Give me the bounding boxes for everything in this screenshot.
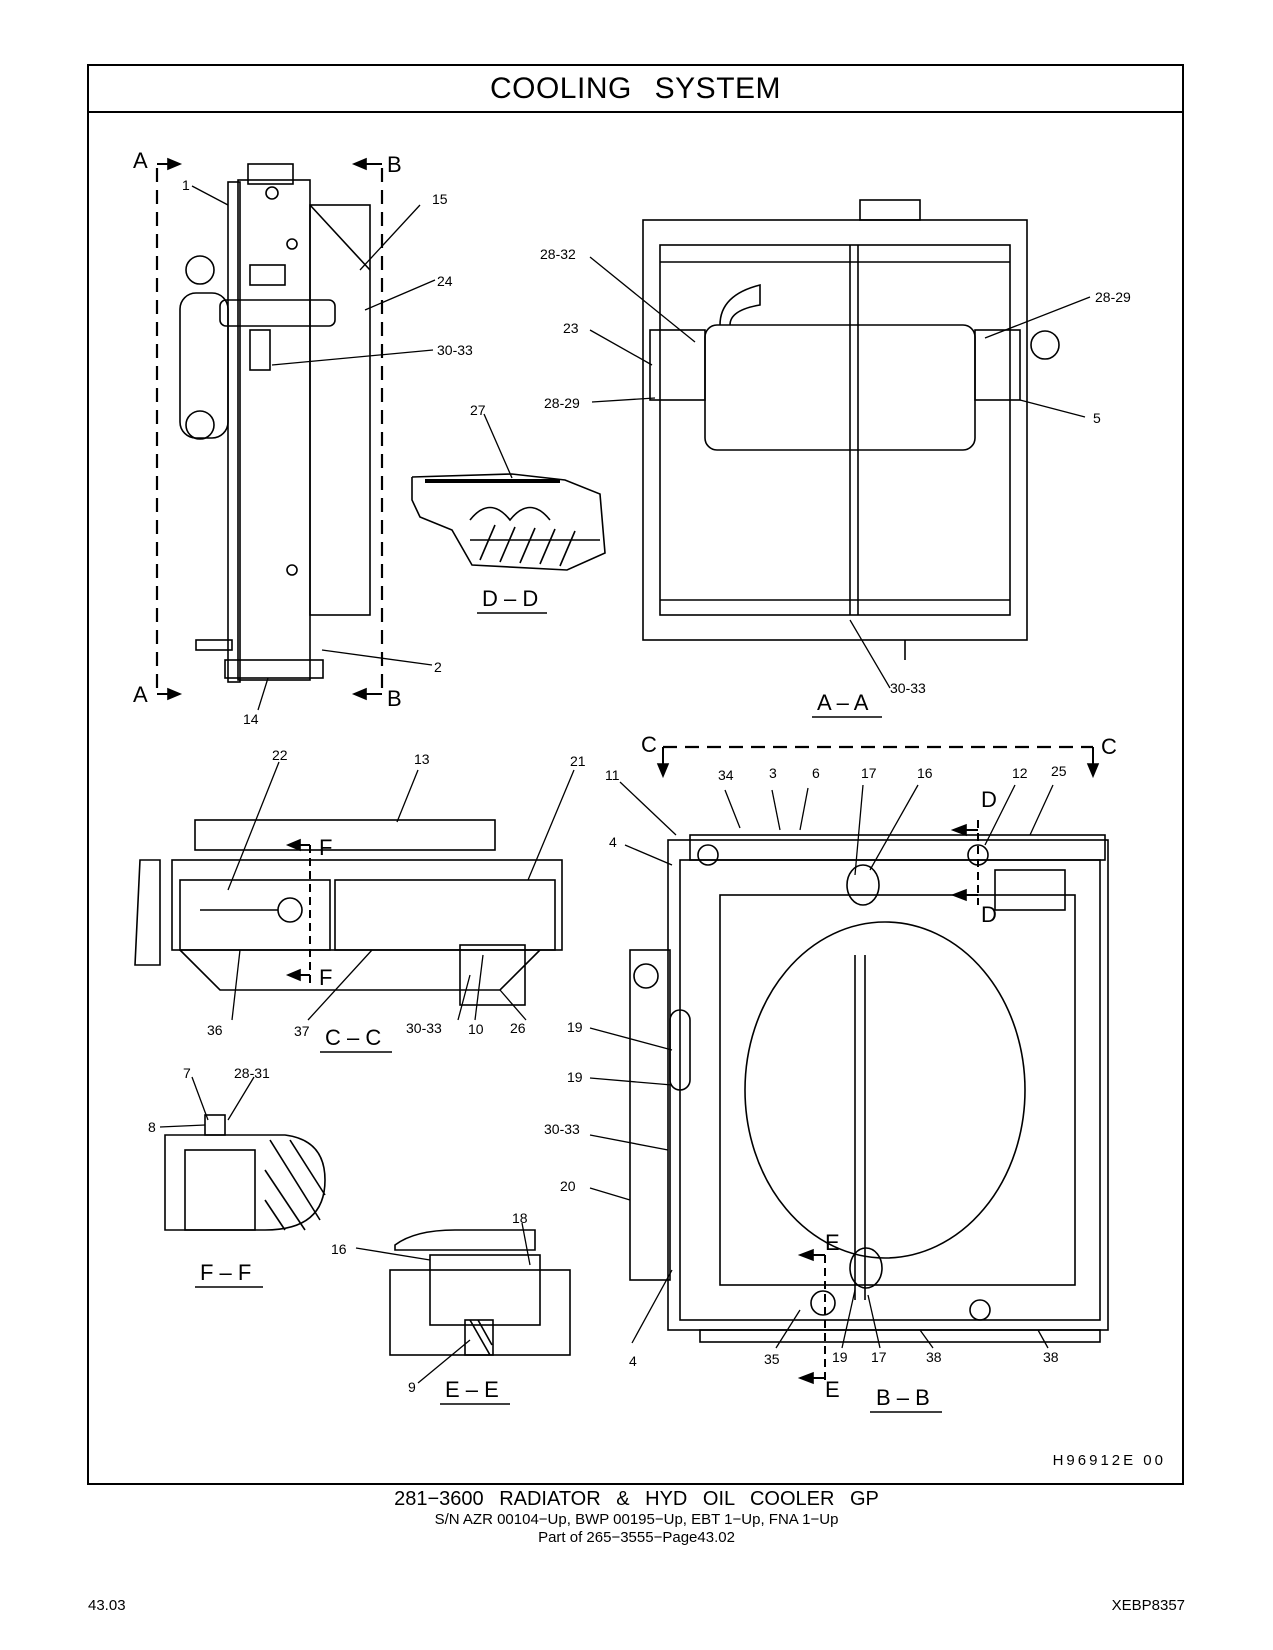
drawing-frame: COOLING SYSTEM	[87, 64, 1184, 1485]
caption-part-of: Part of 265−3555−Page43.02	[538, 1529, 735, 1546]
section-b-b-label: B – B	[876, 1385, 930, 1410]
callout-19-upper: 19	[567, 1019, 583, 1035]
page-number: 43.03	[88, 1597, 126, 1614]
callout-23: 23	[563, 320, 579, 336]
callout-20: 20	[560, 1178, 576, 1194]
callout-9: 9	[408, 1379, 416, 1395]
cut-letter-c-right: C	[1101, 734, 1117, 759]
callout-19-lower: 19	[567, 1069, 583, 1085]
callout-2: 2	[434, 659, 442, 675]
cut-letter-f-top: F	[319, 835, 332, 860]
callout-8: 8	[148, 1119, 156, 1135]
cut-letter-c-left: C	[641, 732, 657, 757]
illustration-id: H96912E 00	[1052, 1452, 1166, 1469]
callout-37: 37	[294, 1023, 310, 1039]
callout-25: 25	[1051, 763, 1067, 779]
page-title: COOLING SYSTEM	[489, 71, 782, 105]
callout-5: 5	[1093, 410, 1101, 426]
callout-36: 36	[207, 1022, 223, 1038]
callout-13: 13	[414, 751, 430, 767]
callout-19-bottom: 19	[832, 1349, 848, 1365]
cut-letter-f-bottom: F	[319, 965, 332, 990]
section-f-f-drawing	[164, 1114, 326, 1231]
callout-17-bottom: 17	[871, 1349, 887, 1365]
callout-6: 6	[812, 765, 820, 781]
callout-22: 22	[272, 747, 288, 763]
section-b-b-drawing	[629, 745, 1109, 1385]
section-c-c-drawing	[134, 819, 563, 1006]
section-a-a-label: A – A	[817, 690, 869, 715]
cut-letter-e-top: E	[825, 1230, 840, 1255]
document-number: XEBP8357	[1111, 1597, 1185, 1614]
caption-main: 281−3600 RADIATOR & HYD OIL COOLER GP	[394, 1488, 879, 1510]
callout-16-bb: 16	[917, 765, 933, 781]
callout-11: 11	[605, 767, 620, 783]
callout-17-top: 17	[861, 765, 877, 781]
section-c-c-label: C – C	[325, 1025, 381, 1050]
callout-30-33-side: 30-33	[437, 342, 473, 358]
callout-28-29-right: 28-29	[1095, 289, 1131, 305]
callout-35: 35	[764, 1351, 780, 1367]
callout-4-bottom: 4	[629, 1353, 637, 1369]
cut-letter-d-top: D	[981, 787, 997, 812]
callout-28-29-left: 28-29	[544, 395, 580, 411]
cut-letter-a-top: A	[133, 148, 148, 173]
callout-24: 24	[437, 273, 453, 289]
callout-10: 10	[468, 1021, 484, 1037]
callout-12: 12	[1012, 765, 1028, 781]
callout-30-33-aa: 30-33	[890, 680, 926, 696]
callout-16-ee: 16	[331, 1241, 347, 1257]
section-a-a-drawing	[642, 199, 1060, 660]
callout-28-31: 28-31	[234, 1065, 270, 1081]
callout-18: 18	[512, 1210, 528, 1226]
callout-34: 34	[718, 767, 734, 783]
callout-38-right: 38	[1043, 1349, 1059, 1365]
callout-38-left: 38	[926, 1349, 942, 1365]
cut-letter-e-bottom: E	[825, 1377, 840, 1402]
section-e-e-drawing	[389, 1229, 571, 1356]
section-d-d-drawing	[411, 473, 606, 571]
callout-27: 27	[470, 402, 486, 418]
leader-lines	[159, 185, 1091, 1384]
section-f-f-label: F – F	[200, 1260, 251, 1285]
callout-14: 14	[243, 711, 259, 727]
section-d-d-label: D – D	[482, 586, 538, 611]
callout-1: 1	[182, 177, 190, 193]
side-view	[155, 157, 384, 701]
callout-26: 26	[510, 1020, 526, 1036]
cut-letter-b-top: B	[387, 152, 402, 177]
callout-30-33-bb: 30-33	[544, 1121, 580, 1137]
cut-letter-b-bottom: B	[387, 686, 402, 711]
callout-30-33-cc: 30-33	[406, 1020, 442, 1036]
callout-15: 15	[432, 191, 448, 207]
callout-7: 7	[183, 1065, 191, 1081]
callout-21: 21	[570, 753, 586, 769]
cut-letter-a-bottom: A	[133, 682, 148, 707]
callout-28-32: 28-32	[540, 246, 576, 262]
callout-3: 3	[769, 765, 777, 781]
callout-4-top: 4	[609, 834, 617, 850]
title-bar: COOLING SYSTEM	[89, 66, 1182, 113]
caption-serials: S/N AZR 00104−Up, BWP 00195−Up, EBT 1−Up…	[434, 1511, 839, 1528]
cut-letter-d-bottom: D	[981, 902, 997, 927]
section-e-e-label: E – E	[445, 1377, 499, 1402]
